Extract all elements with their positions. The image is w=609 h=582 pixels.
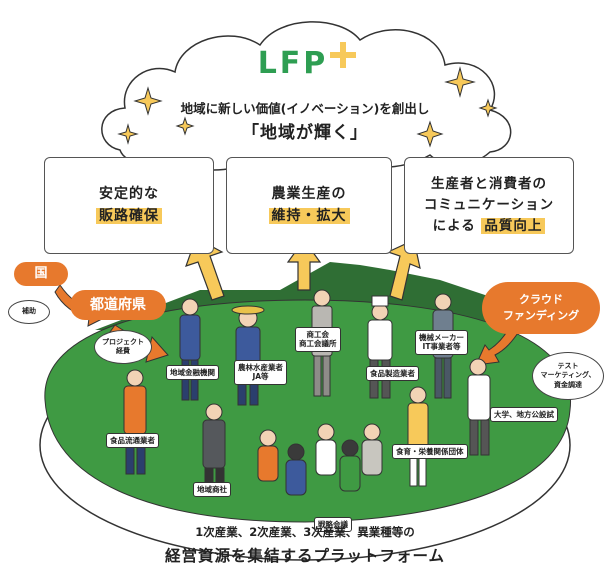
sparkle-icon [478, 98, 498, 118]
tag-commerce: 商工会商工会議所 [295, 327, 341, 352]
test-marketing-line: テスト [557, 362, 579, 371]
crowdfunding-line: クラウド [519, 292, 563, 306]
tag-line: 商工会 [306, 330, 330, 339]
goal-box-sales: 安定的な 販路確保 [44, 157, 214, 254]
person-figure [231, 305, 265, 406]
tag-line: IT事業者等 [422, 342, 461, 352]
goal-box-quality: 生産者と消費者の コミュニケーション による 品質向上 [404, 157, 574, 254]
platform-caption: 1次産業、2次産業、3次産業、異業種等の [195, 525, 415, 539]
goal-line: 生産者と消費者の [431, 176, 547, 193]
tag-strategy-meeting: 戦略会議 [314, 517, 352, 533]
test-marketing-line: マーケティング、 [540, 371, 596, 380]
tag-regional-finance: 地域金融機関 [166, 365, 219, 381]
people [123, 289, 491, 497]
test-marketing-line: 資金調達 [553, 380, 582, 389]
person-figure [407, 386, 429, 487]
sparkle-icon [175, 116, 195, 136]
tag-nutrition: 食育・栄養関係団体 [392, 444, 468, 460]
tag-food-distribution: 食品流通業者 [106, 433, 159, 449]
project-cost-line: プロジェクト [102, 337, 144, 346]
sparkle-icon [444, 66, 476, 98]
cloud-shape [101, 21, 512, 172]
tag-line: JA等 [252, 372, 269, 382]
project-cost-bubble: プロジェクト経費 [94, 330, 152, 364]
test-marketing-bubble: テストマーケティング、資金調達 [532, 352, 604, 400]
person-figure [123, 369, 147, 475]
platform-title: 経営資源を集結するプラットフォーム [164, 547, 446, 565]
tag-food-manufacturer: 食品製造業者 [366, 366, 419, 382]
country-label: 国 [14, 262, 68, 286]
sparkle-icons [117, 66, 498, 148]
lfp-logo: LFP [257, 46, 329, 81]
tag-line: 商工会議所 [299, 339, 337, 349]
tag-university: 大学、地方公設試 [490, 407, 558, 423]
meeting-group [257, 423, 383, 496]
goal-highlight: 販路確保 [96, 207, 162, 224]
subsidy-bubble: 補助 [8, 300, 50, 324]
goal-line: 安定的な [99, 185, 159, 202]
cloud-slogan: 「地域が輝く」 [242, 123, 368, 143]
logo-plus-icon [330, 42, 356, 68]
person-figure [467, 358, 491, 456]
sparkle-icon [416, 120, 444, 148]
goal-box-production: 農業生産の 維持・拡大 [226, 157, 392, 254]
subsidy-label: 補助 [22, 307, 36, 316]
goal-highlight: 品質向上 [481, 217, 546, 234]
goal-highlight: 維持・拡大 [268, 207, 350, 224]
crowdfunding-line: ファンディング [502, 309, 580, 322]
sparkle-icon [133, 86, 163, 116]
goal-line: 農業生産の [271, 185, 347, 202]
project-cost-line: 経費 [116, 347, 130, 355]
tag-line: 機械メーカー [419, 333, 464, 342]
arrow-up-right-icon [386, 239, 421, 301]
prefecture-label: 都道府県 [70, 290, 166, 320]
cloud-caption: 地域に新しい価値(イノベーション)を創出し [180, 101, 430, 116]
goal-line: コミュニケーション [423, 197, 555, 214]
crowdfunding-label: クラウド ファンディング [482, 282, 600, 334]
goal-line: による [432, 217, 476, 234]
tag-regional-trading: 地域商社 [193, 482, 231, 498]
tag-line: 農林水産業者 [238, 363, 283, 372]
sparkle-icon [117, 123, 139, 145]
